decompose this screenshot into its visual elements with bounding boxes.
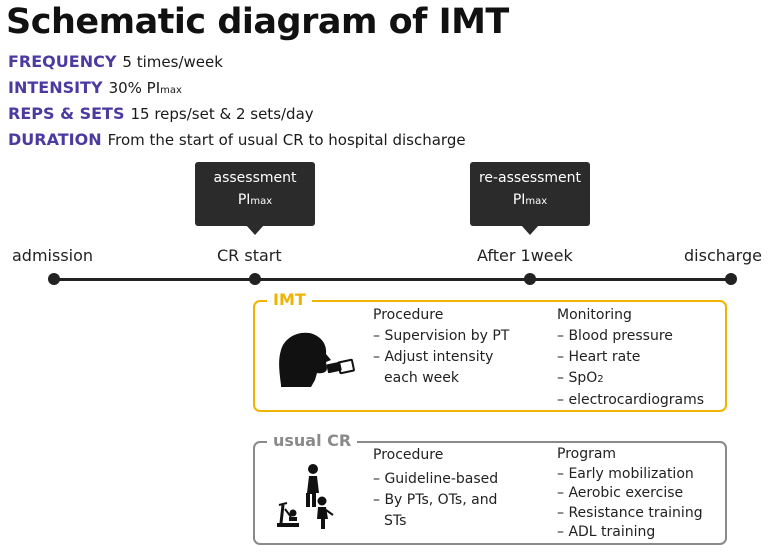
param-value-subscript: max bbox=[160, 85, 182, 96]
imt-monitoring-item-spo2: – SpO2 bbox=[557, 370, 604, 386]
param-duration: DURATION From the start of usual CR to ho… bbox=[8, 130, 466, 149]
callout-line2: PImax bbox=[237, 192, 273, 208]
param-reps-sets: REPS & SETS 15 reps/set & 2 sets/day bbox=[8, 104, 314, 123]
usual-cr-program-column: Program – Early mobilization – Aerobic e… bbox=[557, 445, 703, 543]
imt-panel-title: IMT bbox=[267, 290, 312, 309]
timeline-line bbox=[54, 278, 731, 281]
param-value: 15 reps/set & 2 sets/day bbox=[130, 105, 314, 123]
param-label: FREQUENCY bbox=[8, 52, 117, 71]
imt-monitoring-column: Monitoring – Blood pressure – Heart rate… bbox=[557, 305, 704, 411]
param-label: REPS & SETS bbox=[8, 104, 125, 123]
breathing-device-icon bbox=[279, 332, 355, 387]
param-value: From the start of usual CR to hospital d… bbox=[107, 131, 466, 149]
usual-cr-procedure-item: STs bbox=[384, 513, 407, 529]
timeline-label-discharge: discharge bbox=[684, 246, 762, 265]
imt-monitoring-item: – Heart rate bbox=[557, 349, 641, 365]
imt-monitoring-item: – Blood pressure bbox=[557, 328, 673, 344]
page-title: Schematic diagram of IMT bbox=[6, 2, 509, 42]
usual-cr-panel: usual CR Procedure – Guideline-based – B… bbox=[253, 431, 727, 545]
usual-cr-program-heading: Program bbox=[557, 446, 617, 462]
timeline-dot-after-1week bbox=[524, 273, 536, 285]
timeline-dot-discharge bbox=[725, 273, 737, 285]
usual-cr-procedure-item: – By PTs, OTs, and bbox=[373, 492, 498, 508]
param-label: INTENSITY bbox=[8, 78, 103, 97]
imt-procedure-heading: Procedure bbox=[373, 307, 444, 323]
timeline-label-after-1week: After 1week bbox=[477, 246, 573, 265]
assessment-callout: assessment PImax bbox=[195, 162, 315, 235]
usual-cr-procedure-column: Procedure – Guideline-based – By PTs, OT… bbox=[373, 445, 498, 532]
reassessment-callout: re-assessment PImax bbox=[470, 162, 590, 235]
usual-cr-program-item: – Early mobilization bbox=[557, 465, 694, 482]
usual-cr-procedure-heading: Procedure bbox=[373, 447, 444, 463]
param-frequency: FREQUENCY 5 times/week bbox=[8, 52, 223, 71]
param-value: 5 times/week bbox=[122, 53, 223, 71]
timeline-label-admission: admission bbox=[12, 246, 94, 265]
usual-cr-program-item: – Aerobic exercise bbox=[557, 485, 684, 501]
usual-cr-program-item: – ADL training bbox=[557, 524, 656, 540]
callout-line1: re-assessment bbox=[478, 170, 582, 186]
timeline-dot-admission bbox=[48, 273, 60, 285]
timeline-label-cr-start: CR start bbox=[217, 246, 282, 265]
imt-monitoring-heading: Monitoring bbox=[557, 307, 632, 323]
imt-panel: IMT Procedure – Supervision by PT – Adju… bbox=[253, 290, 727, 412]
callout-line1: assessment bbox=[213, 170, 297, 186]
imt-procedure-item: each week bbox=[384, 370, 459, 386]
usual-cr-program-item: – Resistance training bbox=[557, 504, 703, 521]
imt-procedure-column: Procedure – Supervision by PT – Adjust i… bbox=[373, 305, 509, 389]
rehabilitation-exercise-icon bbox=[277, 464, 334, 529]
imt-monitoring-item: – electrocardiograms bbox=[557, 392, 705, 408]
param-intensity: INTENSITY 30% PImax bbox=[8, 78, 182, 97]
usual-cr-procedure-item: – Guideline-based bbox=[373, 471, 499, 487]
timeline-dot-cr-start bbox=[249, 273, 261, 285]
usual-cr-panel-title: usual CR bbox=[267, 431, 358, 450]
param-value: 30% PI bbox=[108, 79, 161, 97]
param-label: DURATION bbox=[8, 130, 102, 149]
imt-procedure-item: – Supervision by PT bbox=[373, 328, 510, 344]
imt-procedure-item: – Adjust intensity bbox=[373, 349, 494, 365]
callout-line2: PImax bbox=[512, 192, 548, 208]
